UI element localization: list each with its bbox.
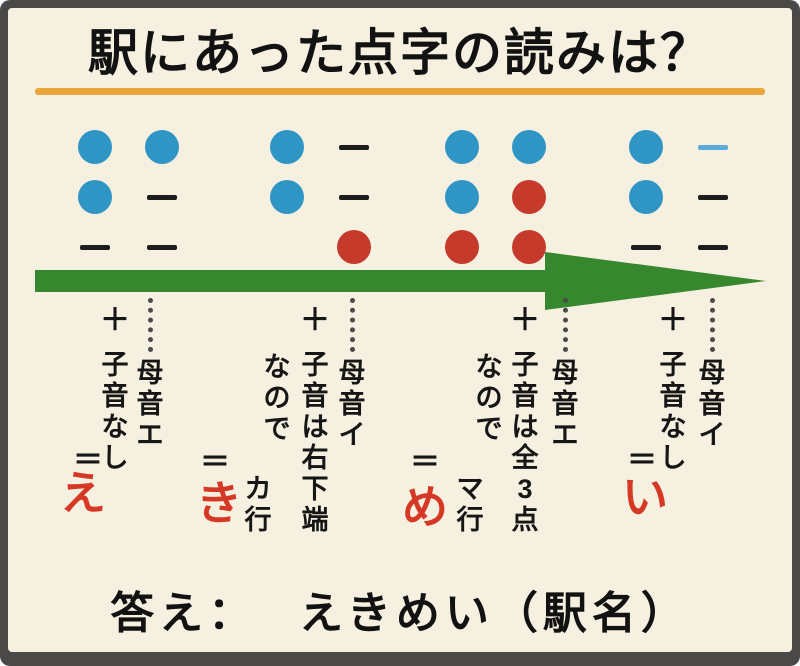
dotted-connector-icon (710, 298, 715, 352)
braille-slot (445, 230, 479, 264)
result-kana: き (196, 477, 242, 529)
vowel-dot (145, 130, 179, 164)
braille-slot (445, 180, 479, 214)
empty-dash (80, 244, 110, 250)
braille-slot (337, 230, 371, 264)
braille-slot (270, 130, 304, 164)
answer-label: 答え： (110, 589, 258, 638)
braille-slot (512, 230, 546, 264)
vowel-dot (445, 130, 479, 164)
braille-slot (145, 180, 179, 214)
plus-sign: ＋ (100, 304, 130, 337)
reading-direction-arrow (35, 252, 766, 310)
braille-slot (696, 130, 730, 164)
equals-sign: ＝ (627, 444, 657, 477)
empty-dash (339, 194, 369, 200)
braille-slot (696, 230, 730, 264)
result-kana: め (402, 481, 448, 533)
braille-slot (78, 130, 112, 164)
braille-cell-ki (270, 130, 371, 264)
braille-slot (512, 130, 546, 164)
empty-dash (698, 244, 728, 250)
title-underline (35, 88, 765, 95)
braille-slot (629, 230, 663, 264)
vowel-label: 母音エ (551, 358, 579, 450)
empty-dash-blue (698, 144, 728, 150)
vowel-dot (78, 130, 112, 164)
result-kana: い (622, 471, 668, 523)
dotted-connector-icon (350, 298, 355, 352)
consonant-label: 子音なし (101, 350, 129, 473)
braille-slot (145, 230, 179, 264)
consonant-label: 子音は全3点 (511, 350, 539, 535)
page-title: 駅にあった点字の読みは？ (88, 25, 712, 81)
vowel-dot (629, 130, 663, 164)
dotted-connector-icon (563, 298, 568, 352)
consonant-label: 子音は右下端 (301, 350, 329, 535)
vowel-dot (629, 180, 663, 214)
vowel-dot (270, 130, 304, 164)
braille-slot (78, 230, 112, 264)
empty-dash (339, 144, 369, 150)
consonant-label: 子音なし (659, 350, 687, 473)
vowel-dot (78, 180, 112, 214)
braille-cell-me (445, 130, 546, 264)
result-kana: え (60, 467, 106, 519)
answer-text: えきめい（駅名） (299, 589, 690, 638)
plus-sign: ＋ (510, 304, 540, 337)
consonant-dot (512, 180, 546, 214)
vowel-dot (445, 180, 479, 214)
equals-sign: ＝ (410, 446, 440, 479)
vowel-dot (512, 130, 546, 164)
empty-dash (147, 194, 177, 200)
infographic-canvas: 駅にあった点字の読みは？ 母音エ ＋ 子音なし ＝ え 母音イ ＋ 子音は右下端… (8, 8, 792, 652)
gyo-label: マ行 (456, 474, 484, 535)
vowel-label: 母音イ (338, 358, 366, 450)
vowel-label: 母音エ (136, 358, 164, 450)
consonant-dot (337, 230, 371, 264)
consonant-dot (445, 230, 479, 264)
braille-slot (337, 130, 371, 164)
braille-slot (629, 130, 663, 164)
braille-slot (696, 180, 730, 214)
plus-sign: ＋ (300, 304, 330, 337)
braille-slot (270, 180, 304, 214)
empty-dash (631, 244, 661, 250)
braille-slot (145, 130, 179, 164)
empty-dash (147, 244, 177, 250)
equals-sign: ＝ (73, 444, 103, 477)
vowel-dot (270, 180, 304, 214)
braille-slot (445, 130, 479, 164)
plus-sign: ＋ (658, 304, 688, 337)
reason-label: なので (263, 352, 291, 444)
empty-dash (698, 194, 728, 200)
braille-slot (512, 180, 546, 214)
braille-slot (629, 180, 663, 214)
dotted-connector-icon (148, 298, 153, 352)
answer-row: 答え： えきめい（駅名） (8, 589, 792, 638)
vowel-label: 母音イ (698, 358, 726, 450)
reason-label: なので (475, 352, 503, 444)
consonant-dot (512, 230, 546, 264)
braille-cell-i (629, 130, 730, 264)
gyo-label: カ行 (244, 474, 272, 535)
braille-slot (78, 180, 112, 214)
braille-slot (337, 180, 371, 214)
equals-sign: ＝ (200, 446, 230, 479)
braille-cell-e (78, 130, 179, 264)
